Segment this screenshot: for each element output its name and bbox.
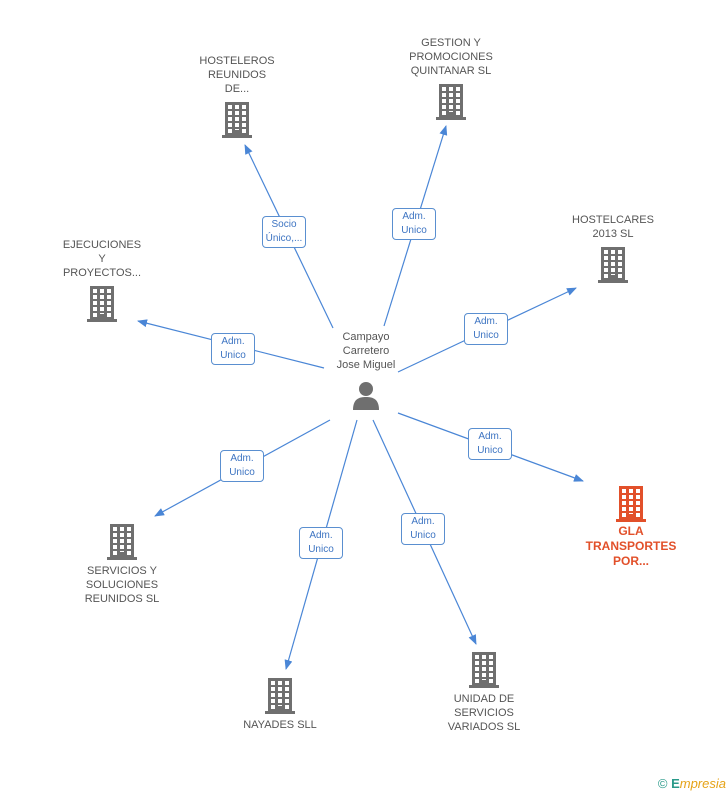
building-icon — [87, 286, 117, 322]
building-icon — [265, 678, 295, 714]
footer-brand: © Empresia — [658, 776, 726, 791]
company-node-hosteleros[interactable]: HOSTELEROS REUNIDOS DE... — [187, 54, 287, 138]
edge-label-unidad[interactable]: Adm. Unico — [401, 513, 445, 545]
edge-label-hostelcares[interactable]: Adm. Unico — [464, 313, 508, 345]
edge-label-gestion[interactable]: Adm. Unico — [392, 208, 436, 240]
company-node-unidad[interactable]: UNIDAD DE SERVICIOS VARIADOS SL — [432, 652, 536, 734]
building-icon — [469, 652, 499, 688]
company-label: NAYADES SLL — [243, 719, 317, 731]
copyright-symbol: © — [657, 776, 668, 791]
company-node-gestion[interactable]: GESTION Y PROMOCIONES QUINTANAR SL — [396, 36, 506, 120]
building-icon — [616, 486, 646, 522]
building-icon — [222, 102, 252, 138]
company-label: EJECUCIONES Y PROYECTOS... — [62, 239, 142, 279]
building-icon — [107, 524, 137, 560]
person-icon — [353, 382, 379, 410]
company-node-gla[interactable]: GLA TRANSPORTES POR... — [576, 486, 686, 569]
building-icon — [436, 84, 466, 120]
company-label: GESTION Y PROMOCIONES QUINTANAR SL — [409, 37, 493, 77]
company-label: GLA TRANSPORTES POR... — [585, 524, 677, 568]
brand-logo-text: mpresia — [679, 776, 726, 791]
company-node-nayades[interactable]: NAYADES SLL — [228, 678, 332, 732]
company-label: HOSTELEROS REUNIDOS DE... — [199, 55, 275, 95]
company-node-ejecuciones[interactable]: EJECUCIONES Y PROYECTOS... — [50, 238, 154, 322]
brand-logo-e: E — [671, 776, 680, 791]
company-label: HOSTELCARES 2013 SL — [572, 214, 654, 240]
company-label: UNIDAD DE SERVICIOS VARIADOS SL — [447, 693, 521, 733]
company-node-hostelcares[interactable]: HOSTELCARES 2013 SL — [561, 213, 665, 283]
edge-label-servicios[interactable]: Adm. Unico — [220, 450, 264, 482]
company-node-servicios[interactable]: SERVICIOS Y SOLUCIONES REUNIDOS SL — [70, 524, 174, 606]
center-person-label: Campayo Carretero Jose Miguel — [336, 331, 396, 371]
edge-label-nayades[interactable]: Adm. Unico — [299, 527, 343, 559]
edge-label-hosteleros[interactable]: Socio Único,... — [262, 216, 306, 248]
building-icon — [598, 247, 628, 283]
edge-label-ejecuciones[interactable]: Adm. Unico — [211, 333, 255, 365]
center-person[interactable]: Campayo Carretero Jose Miguel — [318, 330, 414, 410]
edge-label-gla[interactable]: Adm. Unico — [468, 428, 512, 460]
company-label: SERVICIOS Y SOLUCIONES REUNIDOS SL — [84, 565, 160, 605]
